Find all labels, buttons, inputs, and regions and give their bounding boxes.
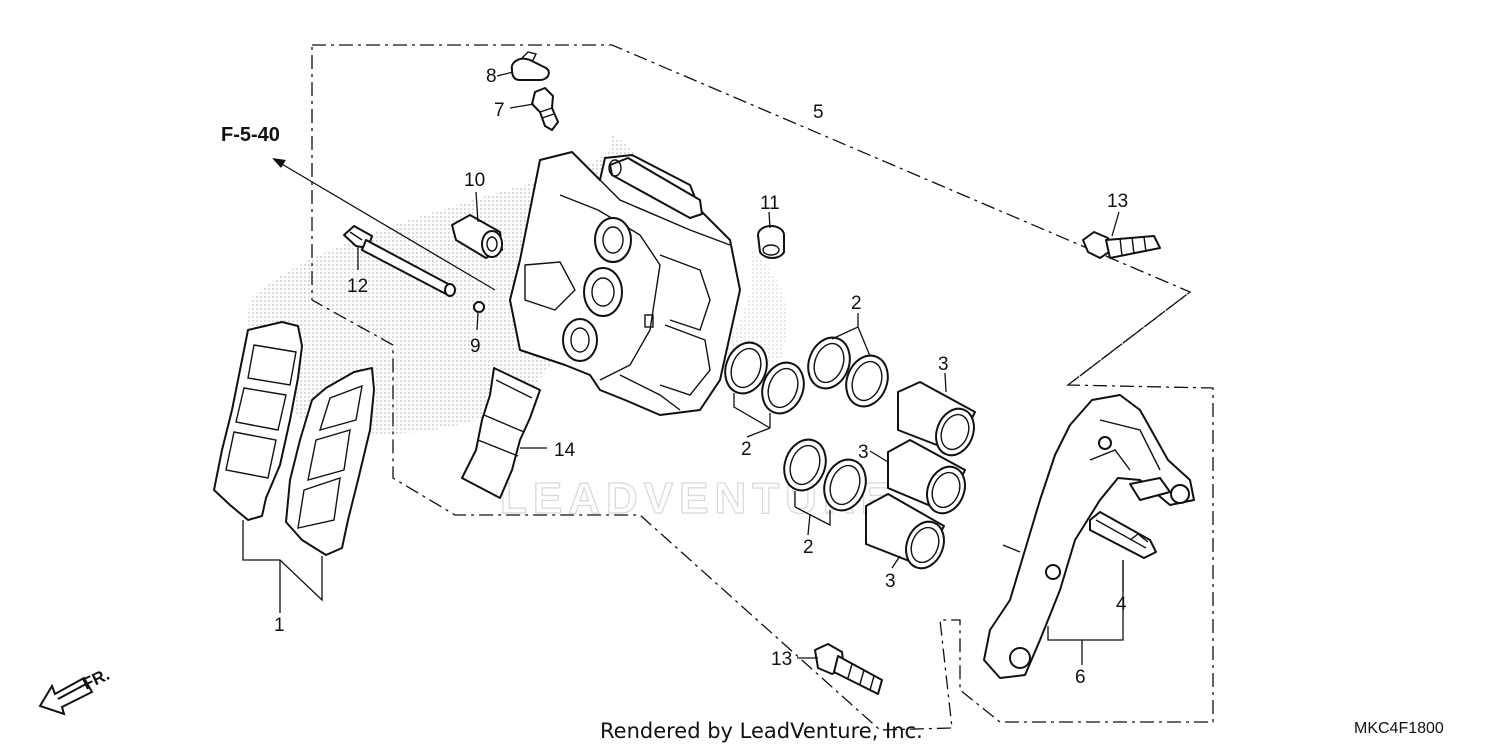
brake-pad-parts bbox=[213, 321, 375, 556]
callout-2-middle: 2 bbox=[741, 439, 752, 460]
callout-12: 12 bbox=[347, 276, 368, 297]
credit-text: Rendered by LeadVenture, Inc. bbox=[600, 719, 923, 743]
sleeve-part bbox=[451, 214, 503, 259]
callout-3-middle: 3 bbox=[858, 442, 869, 463]
assembly-outline bbox=[311, 44, 1214, 731]
pin-bolt-part bbox=[343, 225, 456, 297]
reference-arrow bbox=[272, 158, 496, 291]
callout-11: 11 bbox=[760, 193, 780, 214]
bleeder-screw-part bbox=[531, 87, 559, 131]
mounting-bolt-part-upper bbox=[1082, 231, 1161, 259]
callout-4: 4 bbox=[1116, 594, 1127, 615]
piston-parts bbox=[865, 381, 976, 570]
callout-10: 10 bbox=[464, 170, 485, 191]
bleeder-cap-part bbox=[510, 51, 550, 81]
callout-9: 9 bbox=[470, 336, 481, 357]
callout-13-lower: 13 bbox=[771, 649, 792, 670]
caliper-body-part bbox=[509, 151, 741, 416]
callout-2-upper: 2 bbox=[851, 293, 862, 314]
callout-13-upper: 13 bbox=[1107, 191, 1128, 212]
callout-1: 1 bbox=[274, 615, 285, 636]
callout-3-lower: 3 bbox=[885, 571, 896, 592]
reference-label: F-5-40 bbox=[221, 124, 280, 146]
bracket-outline bbox=[1067, 291, 1191, 386]
piston-seal-parts bbox=[724, 336, 889, 512]
mounting-bolt-part-lower bbox=[814, 643, 883, 695]
pad-spring-part bbox=[461, 367, 541, 499]
caliper-bracket-part bbox=[983, 394, 1195, 679]
small-pin-part bbox=[473, 301, 485, 313]
callout-14: 14 bbox=[554, 440, 576, 461]
front-direction-arrow bbox=[38, 676, 94, 716]
callout-8: 8 bbox=[486, 66, 497, 87]
callout-2-lower: 2 bbox=[803, 537, 814, 558]
dust-cap-part bbox=[757, 225, 785, 259]
callout-6: 6 bbox=[1075, 667, 1086, 688]
callout-5: 5 bbox=[813, 102, 824, 123]
callout-3-upper: 3 bbox=[938, 354, 949, 375]
diagram-code: MKC4F1800 bbox=[1354, 720, 1444, 737]
callout-7: 7 bbox=[494, 100, 505, 121]
leader-lines bbox=[242, 71, 1124, 665]
pad-retainer-part bbox=[1089, 511, 1157, 559]
